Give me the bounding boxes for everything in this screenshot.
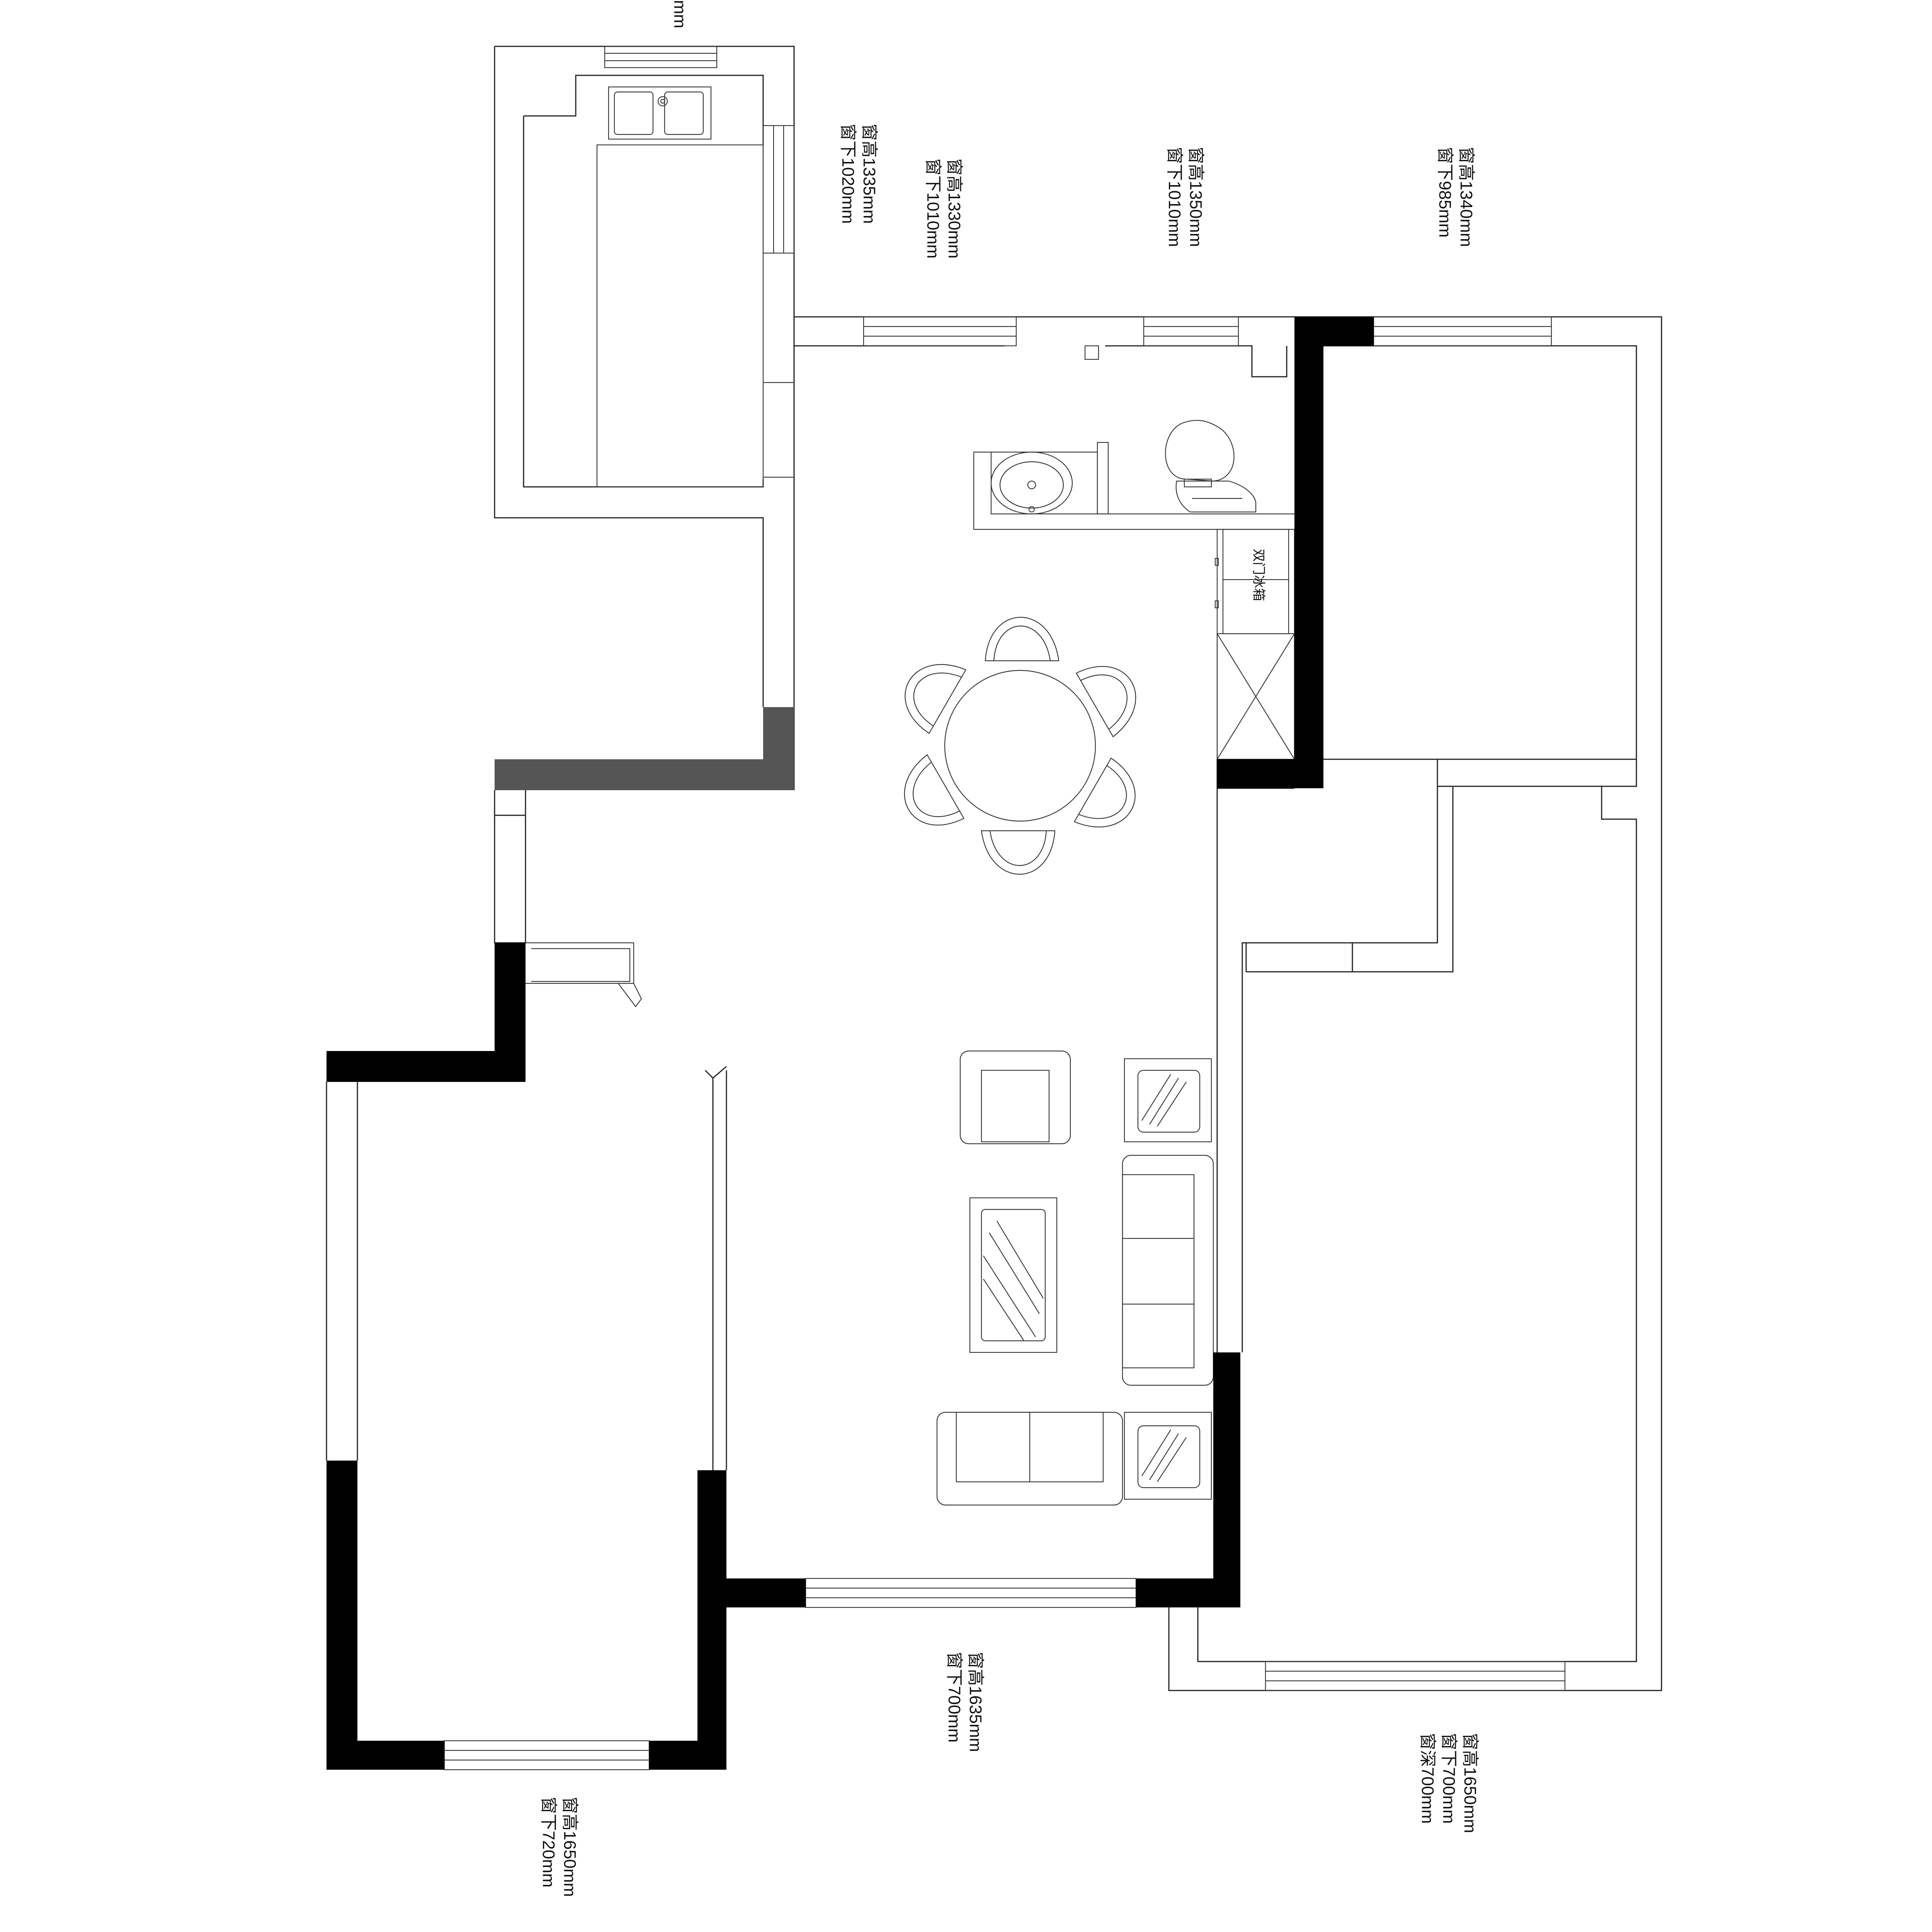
- sofa-two-seat: [936, 1412, 1123, 1506]
- window-sill-label: 窗下1010mm: [1165, 147, 1184, 247]
- fridge: 双门冰箱: [1214, 529, 1295, 760]
- dining-chair: [904, 754, 965, 826]
- kitchen-sink: [608, 86, 712, 140]
- window-label-partial: mm: [670, 0, 689, 28]
- dining-table: [944, 670, 1096, 822]
- wall-column: [1294, 317, 1374, 346]
- wall-column: [1294, 317, 1323, 759]
- kitchen-counter: [596, 144, 764, 488]
- side-table: [1124, 1412, 1212, 1500]
- window-sill-label: 窗下700mm: [945, 1652, 964, 1743]
- partition: [1097, 442, 1109, 515]
- hatched-wall: [495, 759, 794, 790]
- window-height-label: 窗高1340mm: [1457, 147, 1476, 247]
- wall-column: [1213, 1352, 1240, 1607]
- dining-chair: [1075, 666, 1136, 738]
- armchair: [959, 1050, 1071, 1145]
- window-height-label: 窗高1635mm: [966, 1652, 985, 1752]
- window-height-label: 窗高1650mm: [560, 1797, 579, 1897]
- window-depth-label: 窗深700mm: [1418, 1733, 1437, 1824]
- window-height-label: 窗高1330mm: [945, 158, 964, 259]
- wardrobe-outline: [1217, 759, 1636, 1352]
- fridge-label: 双门冰箱: [1251, 549, 1266, 601]
- window-sill-label: 窗下700mm: [1439, 1733, 1458, 1824]
- entry-cabinet: [526, 942, 642, 1007]
- wall-column: [327, 1461, 357, 1770]
- living-furniture: [936, 1050, 1214, 1506]
- window-height-label: 窗高1335mm: [860, 124, 879, 224]
- toilet: [1165, 420, 1257, 513]
- kitchen-side-window: [762, 125, 795, 254]
- upper-window-2: [1143, 316, 1239, 347]
- dining-chair: [1073, 757, 1136, 828]
- right-bedroom: [1168, 316, 1662, 1691]
- wall-column: [697, 1470, 726, 1770]
- upper-area: [794, 316, 1294, 530]
- left-bedroom-wall: [326, 1066, 727, 1470]
- upper-window-1: [863, 316, 1017, 347]
- dining-chair: [985, 617, 1060, 662]
- window-sill-label: 窗下720mm: [539, 1797, 558, 1888]
- coffee-table: [969, 1197, 1058, 1353]
- dining-chair: [981, 830, 1056, 875]
- dining-chair: [905, 664, 967, 734]
- wall-column: [327, 1741, 444, 1770]
- dining-set: [904, 617, 1136, 875]
- right-bottom-window: [1265, 1661, 1566, 1691]
- window-sill-label: 窗下1020mm: [838, 124, 857, 224]
- pipe: [1084, 345, 1099, 360]
- window-sill-label: 窗下985mm: [1435, 147, 1454, 238]
- structural-walls: [327, 317, 1374, 1770]
- wall-column: [1217, 759, 1323, 788]
- window-sill-label: 窗下1010mm: [923, 158, 942, 259]
- hatched-wall: [763, 707, 794, 790]
- kitchen: [494, 46, 795, 707]
- window-height-label: 窗高1650mm: [1461, 1733, 1480, 1833]
- wall-column: [327, 1051, 526, 1082]
- sofa-three-seat: [1122, 1155, 1214, 1386]
- kitchen-top-window: [604, 46, 718, 68]
- wash-basin: [990, 451, 1073, 515]
- wall-column: [726, 1578, 806, 1607]
- window-height-label: 窗高1350mm: [1186, 147, 1205, 247]
- side-table: [1124, 1058, 1212, 1143]
